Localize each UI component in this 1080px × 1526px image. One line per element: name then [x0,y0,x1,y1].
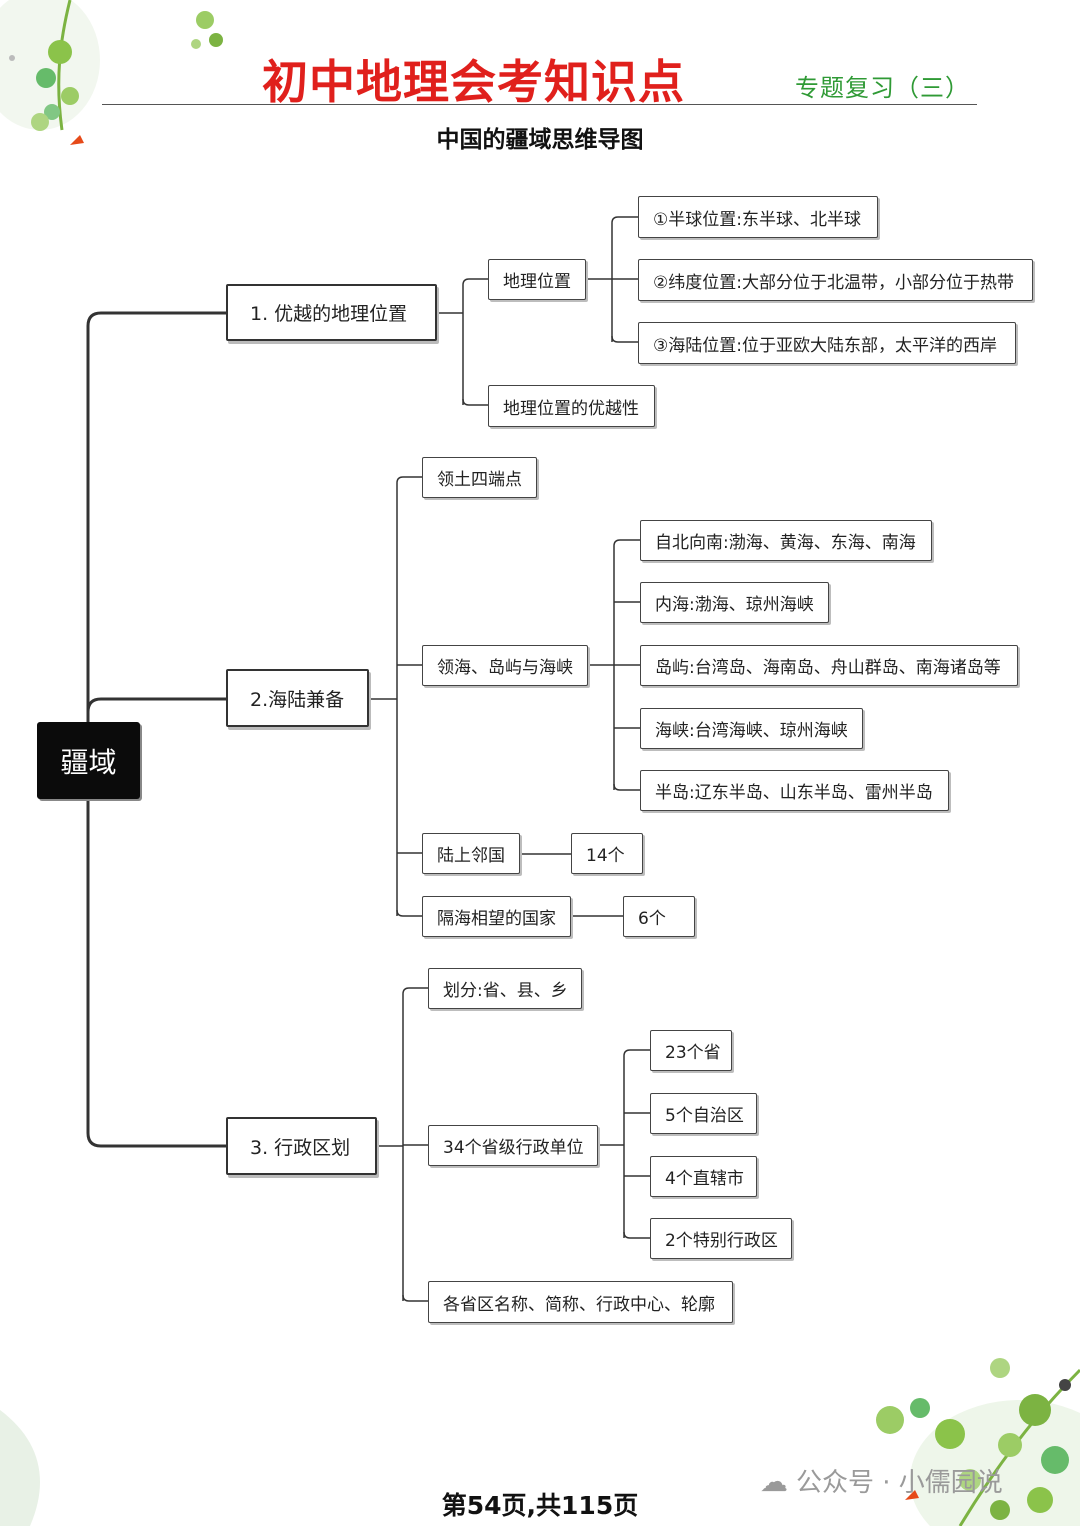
node-province-names-abbreviations: 各省区名称、简称、行政中心、轮廓 [428,1281,733,1323]
root-trunk-line [86,311,228,722]
node-sea-neighbors: 隔海相望的国家 [422,896,571,937]
page-title: 初中地理会考知识点 [262,55,685,109]
value-land-neighbors-count: 14个 [571,833,643,874]
leaf-peninsulas: 半岛:辽东半岛、山东半岛、雷州半岛 [640,770,949,811]
watermark-text: 公众号 · 小儒园说 [796,1468,1003,1498]
bottom-left-leaf-decoration [0,1410,40,1526]
leaf-seas-north-to-south: 自北向南:渤海、黄海、东海、南海 [640,520,932,561]
branch-node-land-and-sea: 2.海陆兼备 [226,669,369,727]
node-geographic-position: 地理位置 [488,259,586,300]
watermark: ☁ 公众号 · 小儒园说 [760,1462,1003,1499]
wechat-icon: ☁ [760,1465,788,1498]
page-number: 第54页,共115页 [441,1491,639,1520]
leaf-municipalities: 4个直辖市 [650,1156,757,1197]
leaf-latitude-position: ②纬度位置:大部分位于北温带，小部分位于热带 [638,259,1033,301]
leaf-provinces: 23个省 [650,1030,732,1071]
node-land-neighbors: 陆上邻国 [422,833,520,874]
node-division-levels: 划分:省、县、乡 [428,968,582,1009]
bottom-right-leaf-decoration [876,1358,1080,1526]
leaf-straits: 海峡:台湾海峡、琼州海峡 [640,708,863,749]
branch-node-administrative-divisions: 3. 行政区划 [226,1117,377,1175]
value-sea-neighbors-count: 6个 [623,896,695,937]
mind-map-title: 中国的疆域思维导图 [436,127,644,153]
root-branch-2-line [86,697,228,722]
branch-node-geographic-location: 1. 优越的地理位置 [226,284,437,341]
leaf-autonomous-regions: 5个自治区 [650,1093,757,1134]
root-branch-3-line [86,799,228,1148]
leaf-islands: 岛屿:台湾岛、海南岛、舟山群岛、南海诸岛等 [640,645,1018,686]
page-subtitle: 专题复习（三） [795,74,970,102]
node-territory-extreme-points: 领土四端点 [422,457,537,498]
node-seas-islands-straits: 领海、岛屿与海峡 [422,645,588,686]
leaf-hemisphere-position: ①半球位置:东半球、北半球 [638,196,878,238]
node-location-advantages: 地理位置的优越性 [488,385,655,427]
leaf-land-sea-position: ③海陆位置:位于亚欧大陆东部，太平洋的西岸 [638,322,1016,364]
root-node: 疆域 [37,722,140,799]
node-provincial-units: 34个省级行政单位 [428,1125,598,1166]
title-divider [102,104,977,105]
top-left-leaf-decoration [0,0,223,145]
leaf-inland-seas: 内海:渤海、琼州海峡 [640,582,829,623]
leaf-special-admin-regions: 2个特别行政区 [650,1218,792,1259]
